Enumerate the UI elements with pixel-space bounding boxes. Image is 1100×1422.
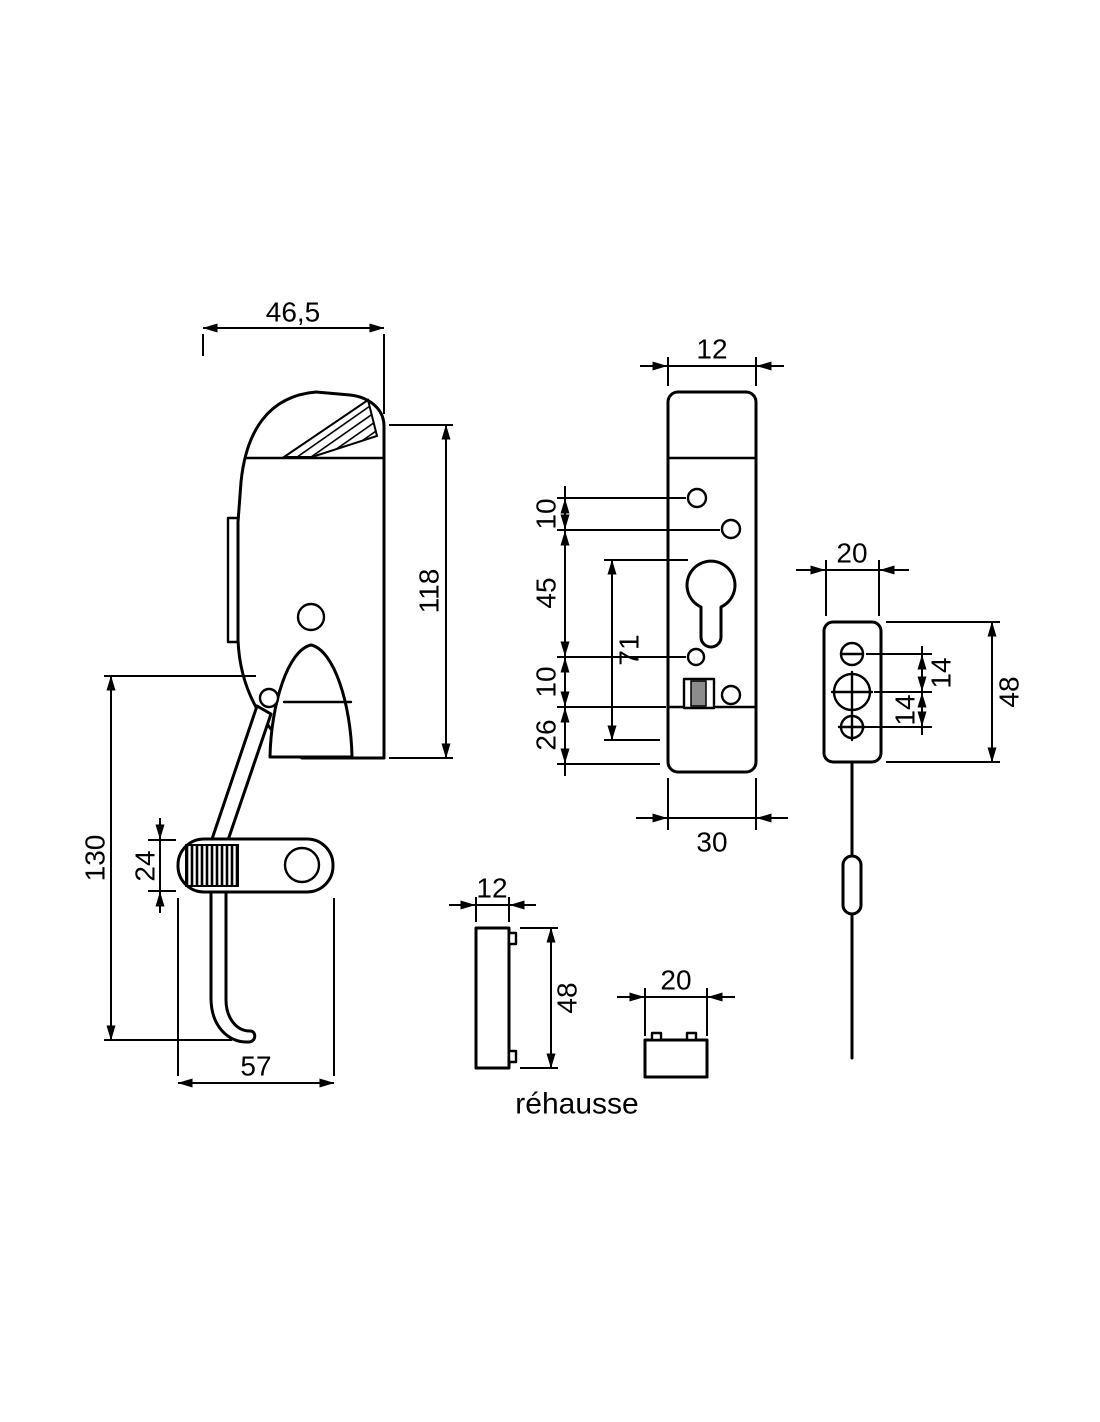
dim-front-offset-mid: 10 <box>531 666 562 697</box>
dim-front-width: 30 <box>696 827 727 858</box>
block-view: 20 <box>617 965 735 1079</box>
dim-side-overall-height: 130 <box>80 835 111 882</box>
dim-front-thickness: 12 <box>696 334 727 365</box>
front-euro-keyhole <box>685 559 737 649</box>
spacer-body <box>474 926 511 1070</box>
block-pin-right <box>685 1031 698 1042</box>
front-latch-bolt <box>690 680 707 707</box>
dim-keeper-pitch-lower: 14 <box>890 694 921 725</box>
dim-front-cylinder-span: 45 <box>531 577 562 608</box>
dim-front-offset-bottom: 26 <box>531 719 562 750</box>
side-button <box>296 602 326 632</box>
dim-side-handle-length: 57 <box>240 1051 271 1082</box>
dim-spacer-width: 12 <box>476 873 507 904</box>
keeper-view: 20 14 14 48 <box>796 538 1025 1060</box>
spacer-pin-bottom <box>507 1049 518 1064</box>
side-handle-grip <box>185 844 239 887</box>
block-pin-left <box>650 1031 663 1042</box>
spacer-view: 12 48 <box>449 873 583 1070</box>
front-screw-hole-right <box>720 518 742 540</box>
riser-caption: réhausse <box>515 1088 638 1121</box>
side-handle-hole <box>283 846 321 884</box>
block-body <box>643 1038 709 1079</box>
dim-keeper-pitch-upper: 14 <box>926 657 957 688</box>
front-screw-hole-bottom <box>720 684 742 706</box>
front-screw-hole-low <box>686 647 706 667</box>
front-view: 12 10 45 10 26 71 30 <box>531 334 788 858</box>
dim-front-offset-top: 10 <box>531 498 562 529</box>
dim-block-width: 20 <box>660 965 691 996</box>
dim-keeper-height: 48 <box>994 676 1025 707</box>
dim-side-handle-height: 24 <box>130 850 161 881</box>
side-handle-arm <box>209 704 273 1044</box>
dim-side-height: 118 <box>414 569 445 614</box>
front-screw-hole-top <box>686 487 708 509</box>
keeper-cable-ferrule <box>841 854 863 916</box>
side-pivot <box>258 687 280 709</box>
dim-keeper-width: 20 <box>836 538 867 569</box>
spacer-pin-top <box>507 931 518 946</box>
dim-front-span-inner: 71 <box>614 634 645 665</box>
side-view: 46,5 118 130 24 57 <box>80 297 453 1088</box>
dim-spacer-height: 48 <box>552 982 583 1013</box>
dim-side-top-width: 46,5 <box>266 297 321 328</box>
